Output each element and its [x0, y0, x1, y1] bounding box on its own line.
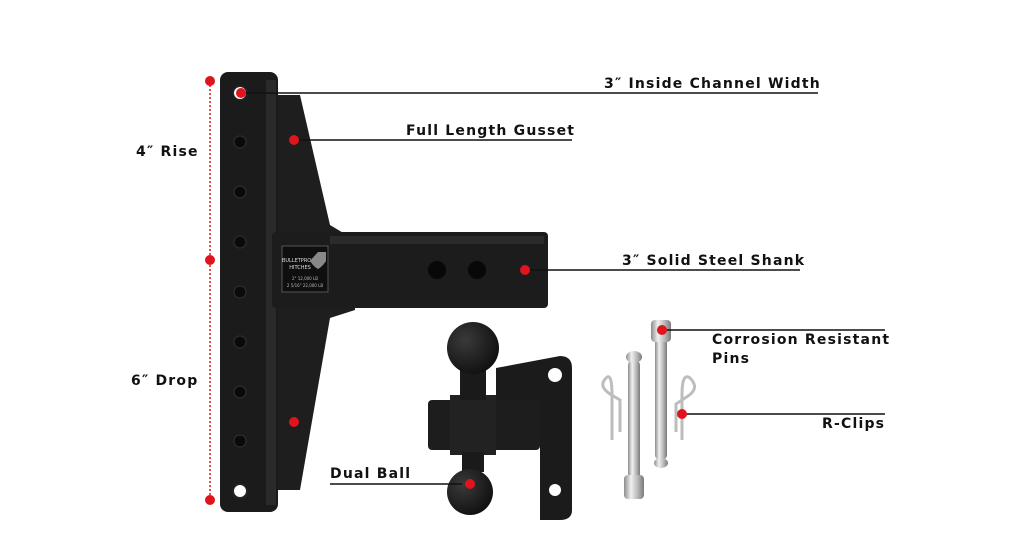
callout-leaders: [241, 92, 885, 485]
channel-width-dot: [236, 88, 246, 98]
label-pins-line2: Pins: [712, 351, 751, 367]
dual-ball-dot: [465, 479, 475, 489]
pin-right: [651, 320, 671, 468]
label-channel-width: 3″ Inside Channel Width: [604, 76, 821, 92]
shank-plate: BULLETPROOF HITCHES 2" 12,000 LB 2 5/16"…: [281, 245, 329, 293]
rise-drop-mid-dot: [205, 255, 215, 265]
vertical-channel: [220, 72, 278, 512]
label-shank: 3″ Solid Steel Shank: [622, 253, 806, 269]
upper-ball: [447, 322, 499, 374]
rise-top-dot: [205, 76, 215, 86]
label-gusset: Full Length Gusset: [406, 123, 576, 139]
r-clip-right: [674, 375, 696, 440]
lower-ball: [447, 469, 493, 515]
rclips-dot: [677, 409, 687, 419]
plate-rating-line1: 2" 12,000 LB: [292, 276, 318, 281]
plate-brand-line2: HITCHES: [289, 265, 311, 271]
callout-dots: [236, 88, 687, 489]
plate-brand-line1: BULLETPROOF: [282, 258, 318, 264]
plate-rating-line2: 2 5/16" 22,000 LB: [287, 283, 323, 288]
gusset-dot-top: [289, 135, 299, 145]
channel-holes: [232, 85, 248, 499]
dual-ball-mount: [428, 322, 572, 520]
label-drop: 6″ Drop: [131, 373, 199, 389]
r-clip-left: [601, 375, 622, 440]
label-rise: 4″ Rise: [136, 144, 199, 160]
shank-dot: [520, 265, 530, 275]
dimension-line: [205, 76, 215, 505]
label-pins-line1: Corrosion Resistant: [712, 332, 891, 348]
label-rclips: R-Clips: [822, 416, 886, 432]
shank: BULLETPROOF HITCHES 2" 12,000 LB 2 5/16"…: [272, 232, 548, 308]
drop-bottom-dot: [205, 495, 215, 505]
pins-dot: [657, 325, 667, 335]
gusset-dot-bottom: [289, 417, 299, 427]
label-dual-ball: Dual Ball: [330, 466, 412, 482]
pin-left: [624, 351, 644, 499]
